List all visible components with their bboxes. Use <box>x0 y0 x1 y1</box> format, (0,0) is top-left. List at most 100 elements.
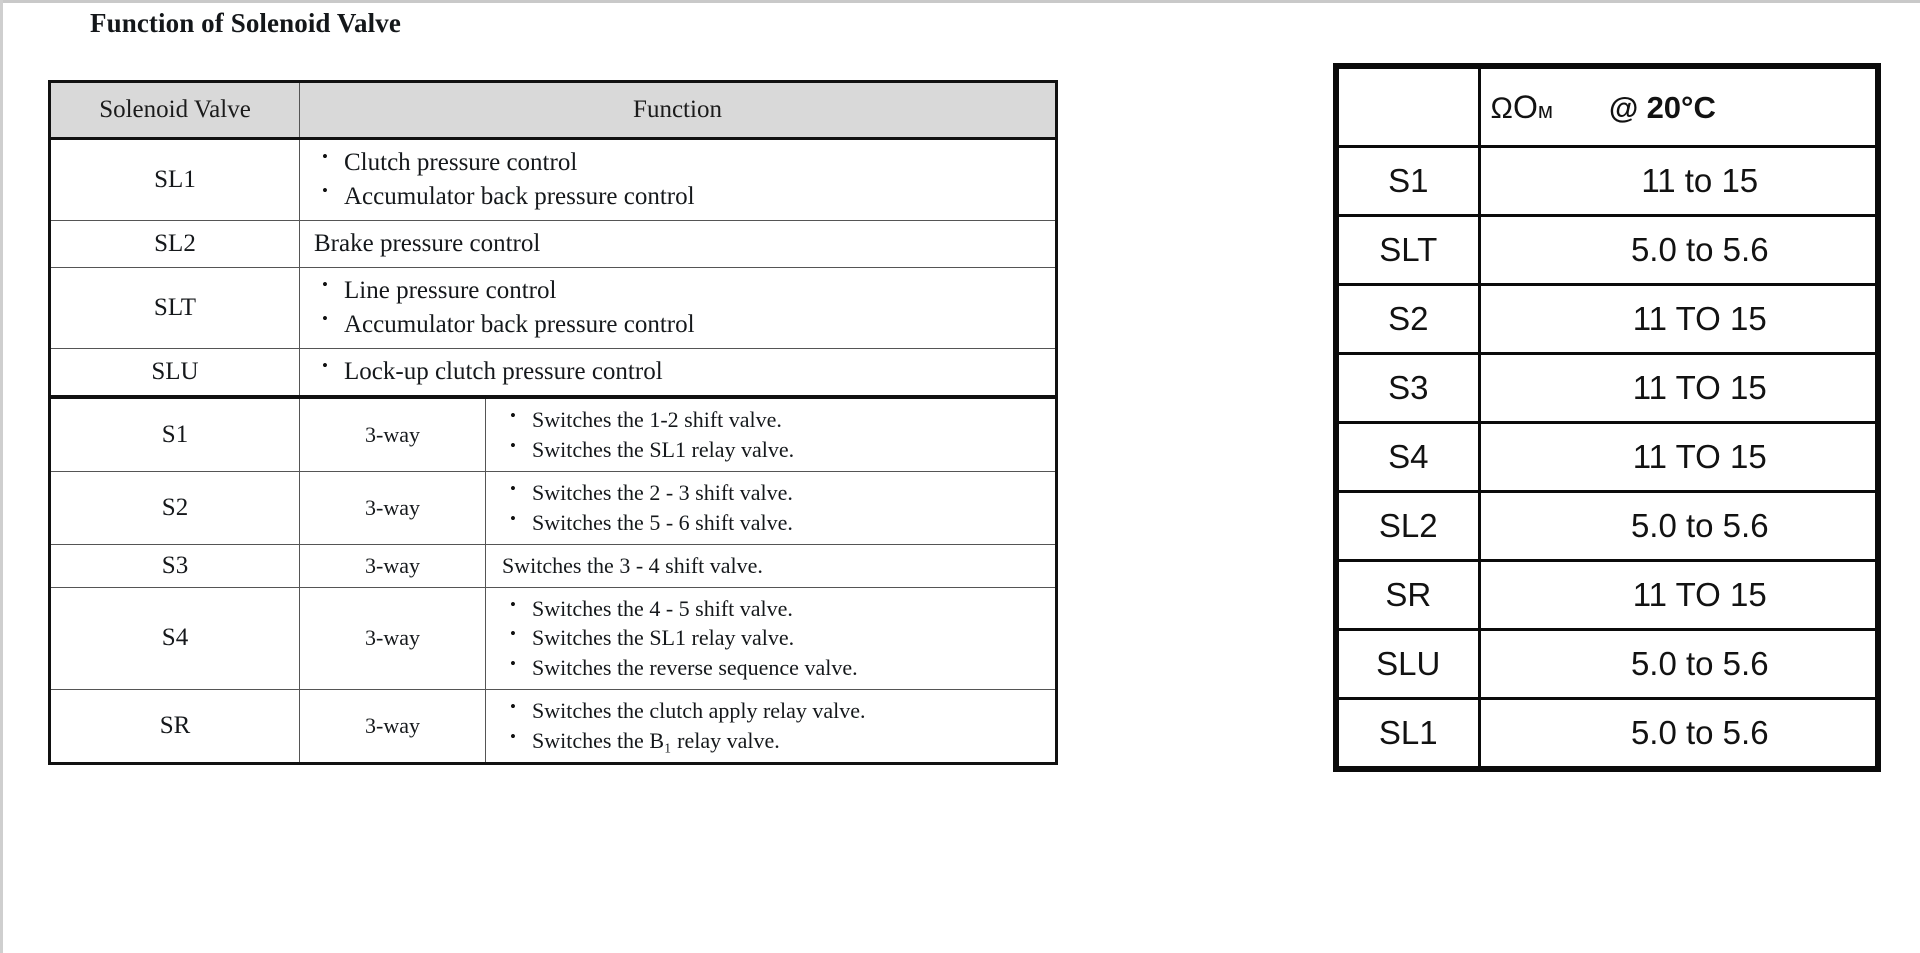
valve-function: Clutch pressure control Accumulator back… <box>299 138 1057 221</box>
table-row: SL2 5.0 to 5.6 <box>1334 490 1880 562</box>
ohm-word: O <box>1512 88 1538 125</box>
resistance-valve-name: SL2 <box>1334 490 1481 562</box>
resistance-value: 5.0 to 5.6 <box>1477 697 1880 771</box>
resistance-valve-name: SL1 <box>1334 697 1481 771</box>
valve-name: S3 <box>49 543 300 588</box>
temperature-value: 20°C <box>1646 89 1716 125</box>
valve-name: S2 <box>49 470 300 545</box>
valve-function: Switches the 1-2 shift valve. Switches t… <box>485 394 1057 472</box>
resistance-value: 11 to 15 <box>1477 145 1880 217</box>
valve-function: Switches the 3 - 4 shift valve. <box>485 543 1057 588</box>
resistance-table-body: ΩOм @ 20°C S1 11 to 15 SLT 5.0 to 5.6 S2 … <box>1334 64 1880 771</box>
valve-way-type: 3-way <box>299 394 486 472</box>
resistance-value: 5.0 to 5.6 <box>1477 214 1880 286</box>
scan-edge-left <box>0 0 3 953</box>
resistance-value: 11 TO 15 <box>1477 559 1880 631</box>
table-row: S4 3-way Switches the 4 - 5 shift valve.… <box>49 586 1057 691</box>
resistance-value: 5.0 to 5.6 <box>1477 628 1880 700</box>
valve-function: Switches the 2 - 3 shift valve. Switches… <box>485 470 1057 545</box>
bullet-list: Lock-up clutch pressure control <box>314 354 1055 389</box>
list-item: Line pressure control <box>314 273 1055 308</box>
function-table-header-row: Solenoid Valve Function <box>49 81 1057 140</box>
table-row: S3 11 TO 15 <box>1334 352 1880 424</box>
column-header-solenoid-valve: Solenoid Valve <box>49 81 300 140</box>
valve-function: Switches the clutch apply relay valve. S… <box>485 689 1057 765</box>
valve-name: S4 <box>49 586 300 691</box>
valve-name: SLU <box>49 348 300 398</box>
resistance-header-row: ΩOм @ 20°C <box>1334 64 1880 148</box>
valve-function: Switches the 4 - 5 shift valve. Switches… <box>485 586 1057 691</box>
ohm-word-suffix: м <box>1537 97 1553 123</box>
resistance-valve-name: S3 <box>1334 352 1481 424</box>
resistance-valve-name: SLU <box>1334 628 1481 700</box>
list-item: Lock-up clutch pressure control <box>314 354 1055 389</box>
resistance-valve-name: S1 <box>1334 145 1481 217</box>
valve-way-type: 3-way <box>299 689 486 765</box>
valve-function: Brake pressure control <box>299 220 1057 268</box>
valve-name: SL1 <box>49 138 300 221</box>
table-row: SL1 5.0 to 5.6 <box>1334 697 1880 771</box>
function-table-body: Solenoid Valve Function SL1 Clutch press… <box>49 81 1057 765</box>
table-row: S2 3-way Switches the 2 - 3 shift valve.… <box>49 470 1057 545</box>
bullet-list: Clutch pressure control Accumulator back… <box>314 145 1055 214</box>
valve-name: SL2 <box>49 220 300 268</box>
list-item: Switches the 2 - 3 shift valve. <box>502 477 1055 508</box>
table-row: SLT Line pressure control Accumulator ba… <box>49 267 1057 349</box>
bullet-list: Line pressure control Accumulator back p… <box>314 273 1055 342</box>
list-item: Accumulator back pressure control <box>314 307 1055 342</box>
list-item: Clutch pressure control <box>314 145 1055 180</box>
at-symbol: @ <box>1608 91 1639 125</box>
table-row: S3 3-way Switches the 3 - 4 shift valve. <box>49 543 1057 588</box>
list-item: Accumulator back pressure control <box>314 179 1055 214</box>
scan-edge-top <box>0 0 1920 3</box>
list-item: Switches the 4 - 5 shift valve. <box>502 593 1055 624</box>
list-item: Switches the SL1 relay valve. <box>502 622 1055 653</box>
bullet-list: Switches the 2 - 3 shift valve. Switches… <box>502 477 1055 538</box>
valve-function: Lock-up clutch pressure control <box>299 348 1057 398</box>
list-item: Switches the SL1 relay valve. <box>502 434 1055 465</box>
table-row: SLT 5.0 to 5.6 <box>1334 214 1880 286</box>
ohm-symbol: Ω <box>1490 91 1513 125</box>
valve-way-type: 3-way <box>299 470 486 545</box>
table-row: SLU 5.0 to 5.6 <box>1334 628 1880 700</box>
list-item: Switches the clutch apply relay valve. <box>502 695 1055 726</box>
column-header-function: Function <box>299 81 1057 140</box>
table-row: SL2 Brake pressure control <box>49 220 1057 268</box>
list-item: Switches the 3 - 4 shift valve. <box>502 552 763 578</box>
valve-function: Line pressure control Accumulator back p… <box>299 267 1057 349</box>
bullet-list: Switches the 4 - 5 shift valve. Switches… <box>502 593 1055 684</box>
page-title: Function of Solenoid Valve <box>90 8 401 38</box>
resistance-header-unit: ΩOм @ 20°C <box>1477 64 1880 148</box>
resistance-value: 11 TO 15 <box>1477 421 1880 493</box>
valve-name: SR <box>49 689 300 765</box>
resistance-value: 11 TO 15 <box>1477 352 1880 424</box>
table-row: S4 11 TO 15 <box>1334 421 1880 493</box>
list-item: Switches the 5 - 6 shift valve. <box>502 507 1055 538</box>
valve-name: S1 <box>49 394 300 472</box>
resistance-value: 5.0 to 5.6 <box>1477 490 1880 562</box>
bullet-list: Switches the 1-2 shift valve. Switches t… <box>502 404 1055 465</box>
table-row: SL1 Clutch pressure control Accumulator … <box>49 138 1057 221</box>
list-item: Switches the 1-2 shift valve. <box>502 404 1055 435</box>
list-item: Brake pressure control <box>314 230 541 257</box>
list-item: Switches the B₁ relay valve. <box>502 725 1055 756</box>
resistance-value: 11 TO 15 <box>1477 283 1880 355</box>
solenoid-function-table: Solenoid Valve Function SL1 Clutch press… <box>48 80 1058 766</box>
table-row: S1 3-way Switches the 1-2 shift valve. S… <box>49 394 1057 472</box>
resistance-valve-name: SLT <box>1334 214 1481 286</box>
table-row: SR 11 TO 15 <box>1334 559 1880 631</box>
resistance-valve-name: S2 <box>1334 283 1481 355</box>
resistance-header-blank <box>1334 64 1481 148</box>
valve-name: SLT <box>49 267 300 349</box>
table-row: SLU Lock-up clutch pressure control <box>49 348 1057 398</box>
resistance-valve-name: S4 <box>1334 421 1481 493</box>
solenoid-resistance-table: ΩOм @ 20°C S1 11 to 15 SLT 5.0 to 5.6 S2 … <box>1333 63 1881 772</box>
bullet-list: Switches the clutch apply relay valve. S… <box>502 695 1055 756</box>
list-item: Switches the reverse sequence valve. <box>502 652 1055 683</box>
table-row: S2 11 TO 15 <box>1334 283 1880 355</box>
table-row: SR 3-way Switches the clutch apply relay… <box>49 689 1057 765</box>
table-row: S1 11 to 15 <box>1334 145 1880 217</box>
resistance-valve-name: SR <box>1334 559 1481 631</box>
valve-way-type: 3-way <box>299 543 486 588</box>
